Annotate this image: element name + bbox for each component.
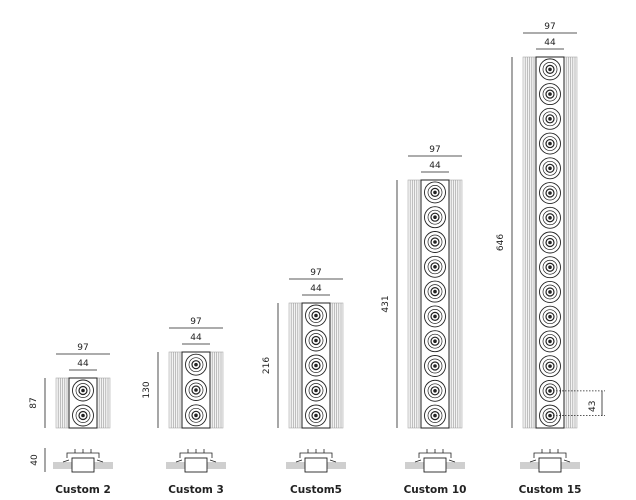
led-core (548, 141, 552, 146)
led-core (548, 191, 552, 195)
led-core (548, 92, 552, 96)
led-core (548, 314, 552, 319)
led-core (433, 289, 437, 294)
ceiling-left (520, 462, 540, 469)
section-clips (414, 449, 456, 463)
pitch-label: 43 (588, 401, 598, 412)
led-core (548, 265, 552, 270)
ceiling-right (93, 462, 113, 469)
section-housing (423, 457, 447, 473)
led-core (314, 413, 318, 418)
led-core (548, 117, 552, 121)
led-core (194, 413, 198, 418)
ceiling-right (445, 462, 465, 469)
product-name-label: Custom5 (290, 484, 342, 496)
product-name-label: Custom 3 (168, 484, 224, 496)
overall-width-label: 97 (429, 145, 440, 155)
overall-width-label: 97 (190, 317, 201, 327)
led-core (314, 363, 318, 368)
led-core (433, 265, 437, 269)
ceiling-left (53, 462, 73, 469)
led-core (548, 364, 552, 368)
product-name-label: Custom 10 (404, 484, 467, 496)
inner-width-label: 44 (544, 38, 556, 48)
height-label: 646 (496, 234, 506, 251)
led-core (548, 339, 552, 344)
height-label: 130 (142, 381, 152, 398)
section-clips (175, 449, 217, 463)
overall-width-label: 97 (77, 343, 88, 353)
ceiling-right (206, 462, 226, 469)
led-core (81, 413, 85, 418)
height-label: 216 (262, 357, 272, 374)
section-clips (295, 449, 337, 463)
section-housing (71, 457, 95, 473)
led-core (548, 240, 552, 245)
overall-width-label: 97 (544, 22, 555, 32)
led-core (548, 290, 552, 294)
inner-width-label: 44 (429, 161, 441, 171)
ceiling-left (286, 462, 306, 469)
depth-label: 40 (30, 454, 40, 466)
section-clips (62, 449, 104, 463)
section-clips (529, 449, 571, 463)
overall-width-label: 97 (310, 268, 321, 278)
section-housing (184, 457, 208, 473)
led-core (194, 362, 198, 367)
led-core (433, 215, 437, 219)
height-label: 431 (381, 295, 391, 312)
led-core (548, 67, 552, 72)
led-core (433, 314, 437, 319)
led-core (548, 166, 552, 171)
ceiling-right (560, 462, 580, 469)
led-core (548, 215, 552, 220)
product-name-label: Custom 2 (55, 484, 111, 496)
led-core (433, 364, 437, 368)
led-core (433, 389, 437, 393)
inner-width-label: 44 (77, 359, 89, 369)
led-core (314, 313, 318, 318)
led-core (314, 338, 318, 343)
led-core (433, 190, 437, 195)
ceiling-left (405, 462, 425, 469)
led-core (433, 339, 437, 344)
section-housing (304, 457, 328, 473)
inner-width-label: 44 (190, 333, 202, 343)
led-core (81, 388, 85, 393)
inner-width-label: 44 (310, 284, 322, 294)
ceiling-right (326, 462, 346, 469)
section-housing (538, 457, 562, 473)
ceiling-left (166, 462, 186, 469)
led-core (433, 240, 437, 244)
height-label: 87 (29, 397, 39, 408)
led-core (194, 388, 198, 392)
product-name-label: Custom 15 (519, 484, 582, 496)
led-core (314, 388, 318, 393)
led-core (433, 413, 437, 418)
